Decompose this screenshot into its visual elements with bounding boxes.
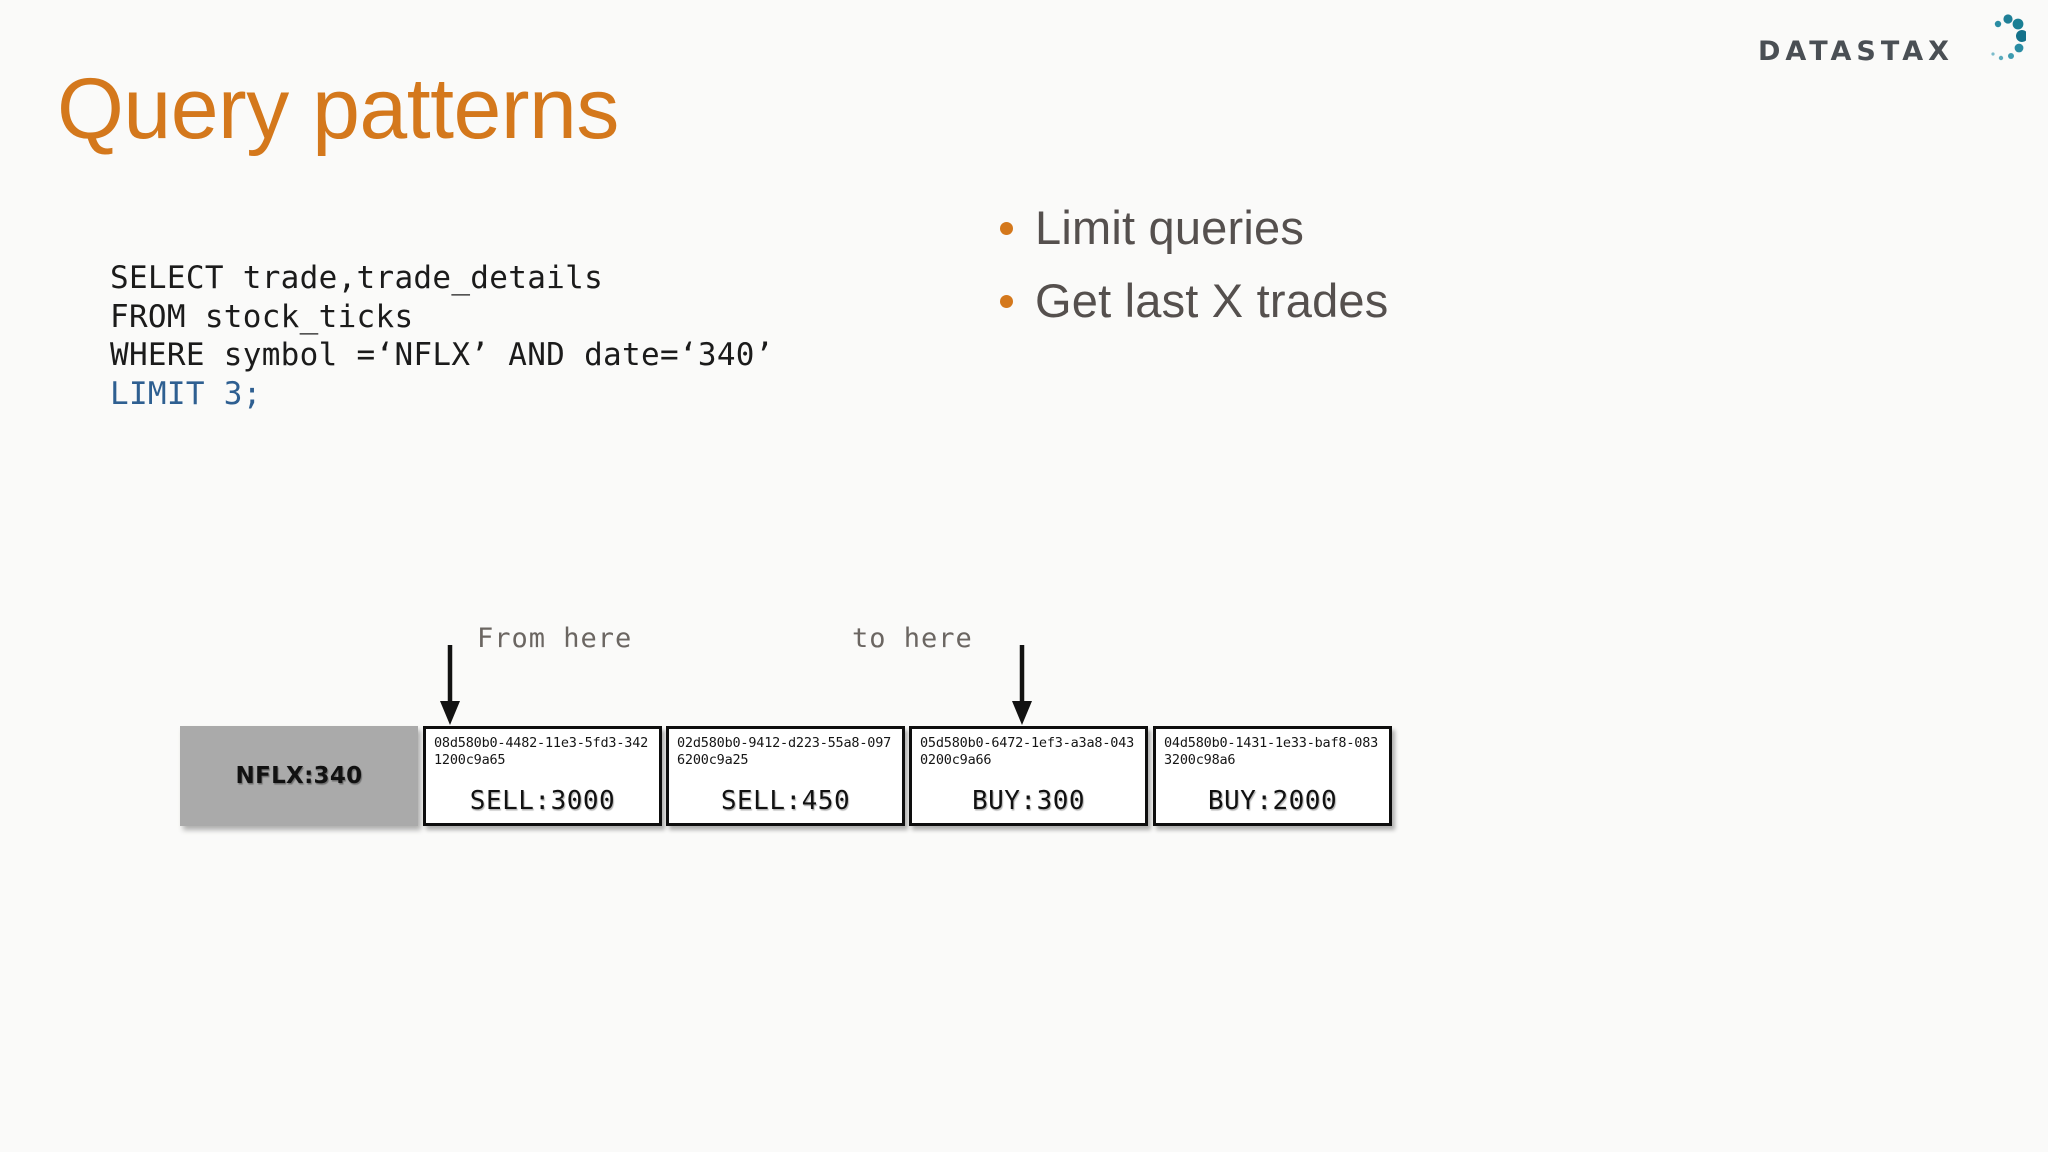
table-cell: 05d580b0-6472-1ef3-a3a8-0430200c9a66 BUY… <box>909 726 1148 826</box>
code-line: SELECT trade,trade_details <box>110 260 604 296</box>
datastax-logo: DATASTAX <box>1758 14 2026 76</box>
bullet-dot-icon <box>1000 295 1013 308</box>
partition-key-cell: NFLX:340 <box>180 726 418 826</box>
logo-dots-icon <box>1991 14 2026 61</box>
cell-value: BUY:2000 <box>1207 786 1338 816</box>
cell-value: SELL:3000 <box>469 786 616 816</box>
code-line: FROM stock_ticks <box>110 298 414 335</box>
table-cell: 02d580b0-9412-d223-55a8-0976200c9a25 SEL… <box>666 726 905 826</box>
down-arrow-icon <box>1012 645 1032 725</box>
partition-key-label: NFLX:340 <box>235 763 363 789</box>
bullet-label: Get last X trades <box>1035 274 1389 327</box>
cell-uuid: 02d580b0-9412-d223-55a8-0976200c9a25 <box>677 735 892 768</box>
cell-value: SELL:450 <box>720 786 851 816</box>
cell-value: BUY:300 <box>971 786 1086 816</box>
cell-uuid: 08d580b0-4482-11e3-5fd3-3421200c9a65 <box>434 735 649 768</box>
table-cell: 04d580b0-1431-1e33-baf8-0833200c98a6 BUY… <box>1153 726 1392 826</box>
bullet-label: Limit queries <box>1035 201 1305 254</box>
code-line-limit: LIMIT 3; <box>110 375 262 412</box>
bullet-list: Limit queries Get last X trades <box>1000 200 1388 346</box>
page-title: Query patterns <box>57 60 619 157</box>
cell-uuid: 05d580b0-6472-1ef3-a3a8-0430200c9a66 <box>920 735 1135 768</box>
cell-uuid: 04d580b0-1431-1e33-baf8-0833200c98a6 <box>1164 735 1379 768</box>
list-item: Limit queries <box>1000 200 1388 255</box>
annotation-to-here: to here <box>852 623 973 654</box>
annotation-from-here: From here <box>477 623 633 654</box>
list-item: Get last X trades <box>1000 273 1388 328</box>
table-cell: 08d580b0-4482-11e3-5fd3-3421200c9a65 SEL… <box>423 726 662 826</box>
logo-wordmark: DATASTAX <box>1758 36 1954 67</box>
code-line: WHERE symbol =‘NFLX’ AND date=‘340’ <box>110 337 774 373</box>
bullet-dot-icon <box>1000 222 1013 235</box>
down-arrow-icon <box>440 645 460 725</box>
